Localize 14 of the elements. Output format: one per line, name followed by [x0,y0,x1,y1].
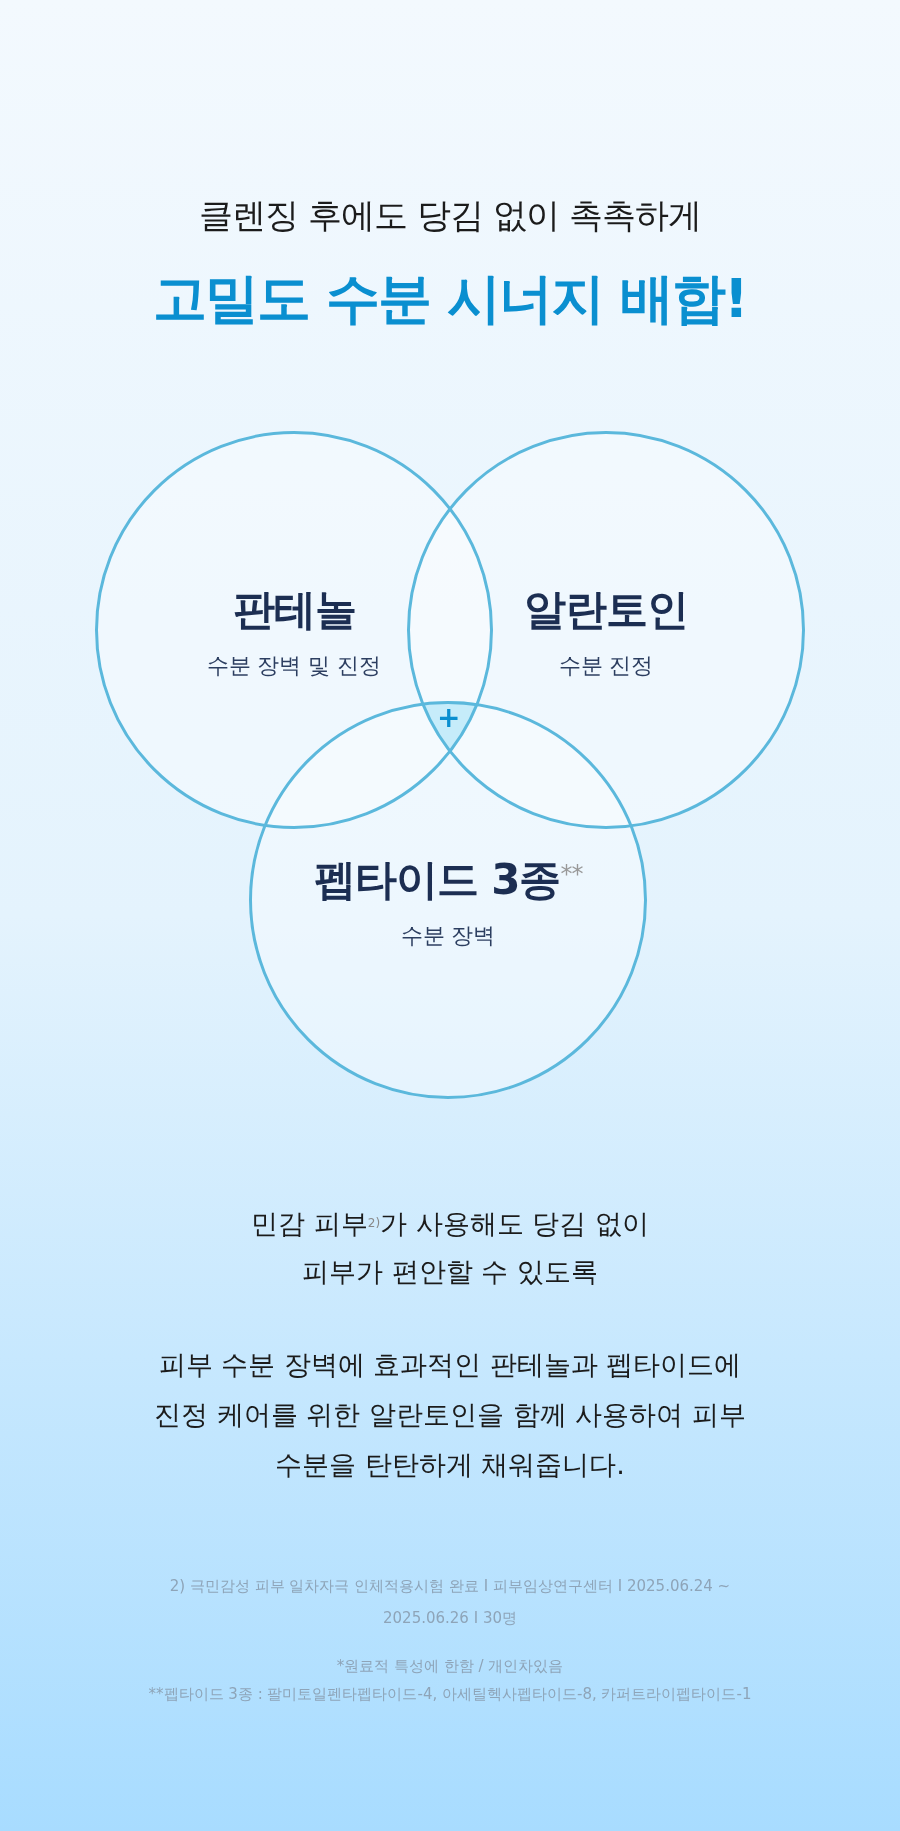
description-paragraph: 피부 수분 장벽에 효과적인 판테놀과 펩타이드에 진정 케어를 위한 알란토인을 함께 사용하여 피부 수분을 탄탄하게 채워줍니다. [153,1348,747,1482]
footnote: *원료적 특성에 한함 / 개인차있음 [335,1656,565,1677]
footnote: 2) 극민감성 피부 일차자극 인체적용시험 완료 I 피부임상연구센터 I 2025.06.24 ~ 2025.06.26 I 30명 [168,1576,732,1629]
ingredient-name: 알란토인 [524,584,688,636]
plus-sign: + [437,700,459,736]
ingredient-name: 펩타이드 3종$^{**}$ [313,854,583,906]
heading: 고밀도 수분 시너지 배합! [152,266,748,332]
ingredient-effect: 수분 장벽 [400,922,496,950]
footnote: **펩타이드 3종 : 팔미토일펜타펩타이드-4, 아세틸헥사펩타이드-8, 카퍼트라이펩타이드-1 [147,1684,753,1705]
ingredient-effect: 수분 장벽 및 진정 [206,652,382,680]
ingredient-name: 판테놀 [232,584,356,636]
description-paragraph: 민감 피부$^{2)}$가 사용해도 당김 없이 피부가 편안할 수 있도록 [250,1207,650,1289]
subheading: 클렌징 후에도 당김 없이 촉촉하게 [198,194,702,237]
ingredient-effect: 수분 진정 [558,652,654,680]
